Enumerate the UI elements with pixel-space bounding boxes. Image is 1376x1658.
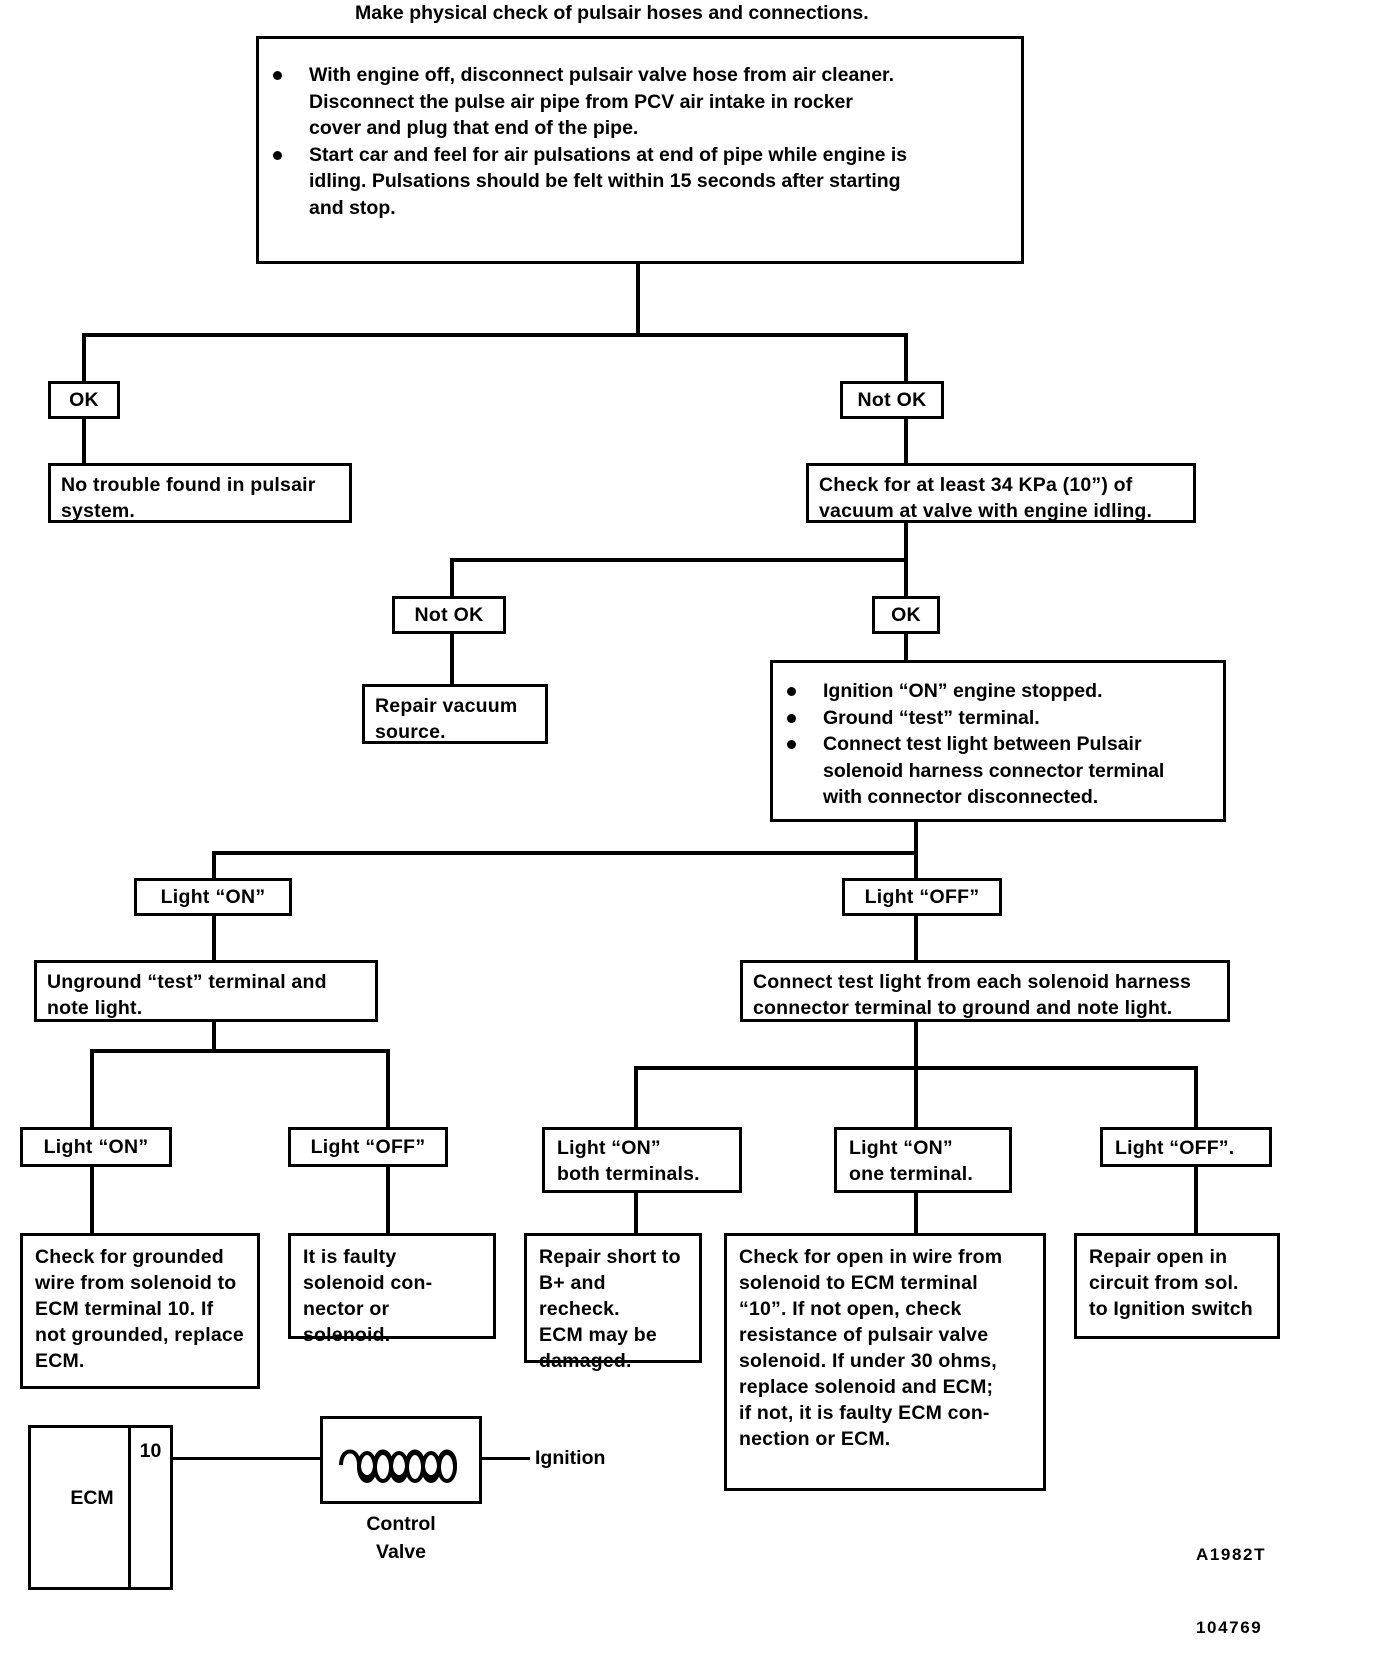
leaf-4-result-box: Check for open in wire from solenoid to … [724,1233,1046,1491]
initial-check-box: With engine off, disconnect pulsair valv… [256,36,1024,264]
page-title: Make physical check of pulsair hoses and… [355,2,869,24]
initial-check-bullet-1: With engine off, disconnect pulsair valv… [259,62,1021,142]
repair-vacuum-box: Repair vacuum source. [362,684,548,744]
ignition-on-box: Ignition “ON” engine stopped. Ground “te… [770,660,1226,822]
tag-leaf-1: Light “ON” [20,1127,172,1167]
tag-not-ok-1: Not OK [840,381,944,419]
ignition-bullet-1: Ignition “ON” engine stopped. [773,678,1223,705]
check-vacuum-box: Check for at least 34 KPa (10”) of vacuu… [806,463,1196,523]
connector-to-leaf-5 [1194,1066,1198,1128]
wire-valve-to-ignition [480,1457,530,1460]
tag-light-off-1: Light “OFF” [842,878,1002,916]
connector-notok2-down [450,634,454,684]
initial-check-bullet-2: Start car and feel for air pulsations at… [259,142,1021,222]
wire-ecm-to-valve [173,1457,323,1460]
tag-not-ok-1-label: Not OK [857,389,927,411]
leaf-3-result-box: Repair short to B+ and recheck. ECM may … [524,1233,702,1372]
leaf-5-result-box: Repair open in circuit from sol. to Igni… [1074,1233,1280,1339]
connect-each-terminal-box: Connect test light from each solenoid ha… [740,960,1230,1022]
coil-icon [337,1435,469,1491]
connector-notok1-down [904,419,908,465]
connector-ok1-down [82,419,86,465]
leaf-4-result-text: Check for open in wire from solenoid to … [739,1246,1003,1450]
connector-to-notok-2 [450,558,454,598]
tag-not-ok-2: Not OK [392,596,506,634]
connector-to-light-off-1 [914,851,918,880]
connector-leaf-1-down [90,1167,94,1235]
connector-to-leaf-3 [634,1066,638,1128]
connector-to-ok-2 [904,558,908,598]
tag-leaf-2-label: Light “OFF” [310,1136,426,1158]
tag-leaf-3: Light “ON” both terminals. [542,1127,742,1193]
connector-split-bar-1 [82,333,908,337]
unground-test-box: Unground “test” terminal and note light. [34,960,378,1022]
leaf-1-result-text: Check for grounded wire from solenoid to… [35,1246,244,1372]
tag-light-on-1-label: Light “ON” [160,886,266,908]
tag-ok-2: OK [872,596,940,634]
connector-leaf-5-down [1194,1167,1198,1235]
tag-light-on-1: Light “ON” [134,878,292,916]
leaf-3-result-text: Repair short to B+ and recheck. ECM may … [539,1246,681,1372]
ignition-label: Ignition [535,1447,606,1469]
leaf-2-result-box: It is faulty solenoid con- nector or sol… [288,1233,496,1346]
connector-connect-each-down [914,1022,918,1070]
leaf-2-result-text: It is faulty solenoid con- nector or sol… [303,1246,433,1346]
figure-code-1: A1982T [1196,1545,1267,1564]
connector-split-bar-2 [450,558,906,562]
tag-leaf-2: Light “OFF” [288,1127,448,1167]
connector-leaf-3-down [634,1193,638,1235]
tag-leaf-3-label: Light “ON” both terminals. [557,1137,700,1185]
tag-ok-1-label: OK [69,389,99,411]
figure-code-2: 104769 [1196,1618,1263,1637]
connector-to-leaf-2 [386,1049,390,1129]
connector-to-light-on-1 [212,851,216,880]
connector-split-bar-4 [90,1049,390,1053]
tag-leaf-4: Light “ON” one terminal. [834,1127,1012,1193]
connector-step1-down [636,264,640,336]
connector-ok2-down [904,634,908,662]
connector-leaf-4-down [914,1193,918,1235]
tag-ok-1: OK [48,381,120,419]
leaf-1-result-box: Check for grounded wire from solenoid to… [20,1233,260,1389]
tag-not-ok-2-label: Not OK [414,604,484,626]
tag-leaf-5: Light “OFF”. [1100,1127,1272,1167]
connector-light-on-1-down [212,916,216,962]
connector-ignition-down [914,822,918,854]
no-trouble-box: No trouble found in pulsair system. [48,463,352,523]
no-trouble-text: No trouble found in pulsair system. [61,474,316,522]
ecm-pin-label: 10 [139,1440,162,1462]
unground-test-text: Unground “test” terminal and note light. [47,971,327,1019]
ignition-bullet-3: Connect test light between Pulsair solen… [773,731,1223,811]
connect-each-terminal-text: Connect test light from each solenoid ha… [753,971,1192,1019]
tag-ok-2-label: OK [891,604,921,626]
check-vacuum-text: Check for at least 34 KPa (10”) of vacuu… [819,474,1153,522]
control-valve-caption: Control Valve [366,1513,436,1563]
repair-vacuum-text: Repair vacuum source. [375,695,518,743]
tag-leaf-4-label: Light “ON” one terminal. [849,1137,973,1185]
control-valve-box [320,1416,482,1504]
connector-to-ok-1 [82,333,86,383]
connector-to-notok-1 [904,333,908,383]
connector-split-bar-3 [212,851,916,855]
connector-to-leaf-4 [914,1066,918,1128]
connector-light-off-1-down [914,916,918,962]
connector-to-leaf-1 [90,1049,94,1129]
tag-leaf-1-label: Light “ON” [43,1136,149,1158]
tag-light-off-1-label: Light “OFF” [864,886,980,908]
ignition-bullet-2: Ground “test” terminal. [773,705,1223,732]
connector-leaf-2-down [386,1167,390,1235]
connector-unground-down [212,1022,216,1052]
ecm-label: ECM [70,1487,114,1509]
connector-vacuum-down [904,523,908,561]
leaf-5-result-text: Repair open in circuit from sol. to Igni… [1089,1246,1253,1320]
tag-leaf-5-label: Light “OFF”. [1115,1137,1235,1159]
ecm-pin-box [128,1425,173,1590]
